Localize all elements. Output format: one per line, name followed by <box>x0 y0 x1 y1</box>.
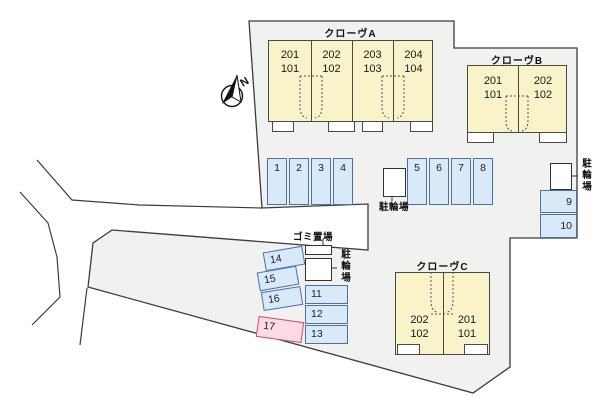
parking-stall-7: 7 <box>451 158 471 205</box>
building-c-porch <box>397 344 420 355</box>
building-a-porch <box>362 121 383 132</box>
garbage-box <box>305 245 332 255</box>
parking-stall-6: 6 <box>429 158 449 205</box>
building-b-unit-1: 201 101 <box>483 75 503 101</box>
bike-parking-label-right: 駐輪場 <box>580 158 591 193</box>
bike-parking-box-right <box>550 163 572 190</box>
bike-parking-label-middle: 駐輪場 <box>378 202 409 213</box>
parking-stall-9: 9 <box>540 190 577 213</box>
building-a: 201 101 202 102 203 103 204 104 <box>268 40 433 122</box>
building-b-unit-2: 202 102 <box>533 75 553 101</box>
parking-stall-1: 1 <box>267 158 287 205</box>
parking-stall-8: 8 <box>473 158 493 205</box>
parking-stall-11: 11 <box>305 285 348 304</box>
parking-stall-10: 10 <box>540 214 577 238</box>
road-line <box>19 191 61 326</box>
parking-stall-12: 12 <box>305 305 348 324</box>
building-a-name: クローヴA <box>324 29 377 40</box>
building-c-name: クローヴC <box>416 262 469 273</box>
building-a-unit-3: 203 103 <box>363 49 382 75</box>
building-b-porch <box>539 132 567 143</box>
building-c: 202 102 201 101 <box>395 272 490 355</box>
parking-stall-3: 3 <box>311 158 331 205</box>
road-line <box>36 159 263 209</box>
garbage-label: ゴミ置場 <box>292 232 333 243</box>
building-a-porch <box>272 121 294 132</box>
building-b-name: クローヴB <box>490 56 544 67</box>
building-c-porch <box>464 344 488 355</box>
building-b-porch <box>467 132 494 143</box>
building-a-porch <box>328 121 355 132</box>
building-a-unit-4: 204 104 <box>404 49 423 75</box>
bike-parking-box-bottom <box>305 258 332 281</box>
bike-parking-box-middle <box>383 168 406 197</box>
bike-parking-label-bottom: 駐輪場 <box>339 249 350 284</box>
parking-stall-2: 2 <box>289 158 309 205</box>
building-a-divider <box>352 41 353 121</box>
road-line <box>79 287 88 346</box>
building-a-unit-1: 201 101 <box>280 49 300 75</box>
parking-stall-13: 13 <box>305 325 348 344</box>
parking-stall-5: 5 <box>407 158 427 205</box>
building-a-porch <box>410 121 433 132</box>
building-c-unit-1: 202 102 <box>410 314 429 340</box>
building-b: 201 101 202 102 <box>467 65 567 133</box>
building-a-unit-2: 202 102 <box>322 49 341 75</box>
building-c-unit-2: 201 101 <box>457 314 477 340</box>
parking-stall-4: 4 <box>333 158 353 205</box>
